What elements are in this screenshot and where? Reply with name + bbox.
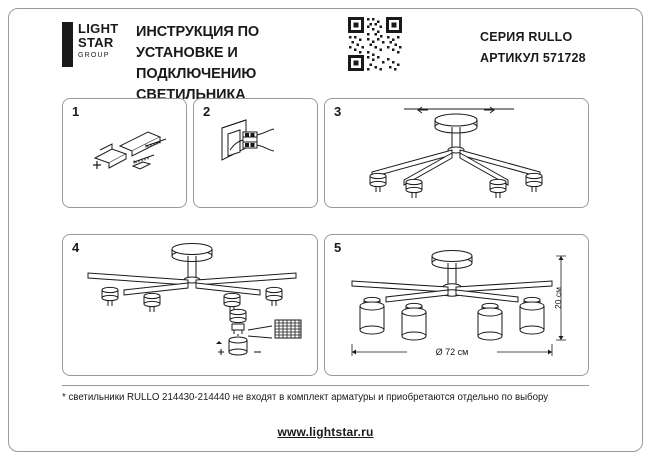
footnote: * светильники RULLO 214430-214440 не вхо… bbox=[62, 392, 549, 403]
page-frame bbox=[8, 8, 643, 452]
figure-step-1 bbox=[93, 131, 167, 170]
step-number-5: 5 bbox=[334, 240, 342, 255]
step-number-4: 4 bbox=[72, 240, 80, 255]
logo-line-3: GROUP bbox=[78, 52, 110, 59]
series-label: СЕРИЯ RULLO bbox=[480, 30, 573, 44]
step-panel-1 bbox=[62, 98, 187, 208]
figure-step-3 bbox=[369, 106, 543, 198]
website-url[interactable]: www.lightstar.ru bbox=[277, 425, 374, 439]
height-dimension-label: 20 см bbox=[553, 287, 563, 309]
article-label: АРТИКУЛ 571728 bbox=[480, 51, 586, 65]
figure-step-2 bbox=[221, 119, 275, 161]
footer-divider bbox=[62, 385, 589, 386]
page-title-line-1: ИНСТРУКЦИЯ ПО УСТАНОВКЕ И bbox=[136, 24, 260, 61]
step-number-2: 2 bbox=[203, 104, 211, 119]
diameter-dimension-label: Ø 72 см bbox=[436, 347, 469, 357]
step-number-3: 3 bbox=[334, 104, 342, 119]
logo-line-1: LIGHT bbox=[78, 21, 119, 36]
step-number-1: 1 bbox=[72, 104, 80, 119]
figure-step-4 bbox=[87, 243, 302, 356]
step-panel-4 bbox=[62, 234, 318, 376]
website-link[interactable]: www.lightstar.ru bbox=[0, 425, 651, 439]
brand-logo: LIGHT STAR GROUP bbox=[62, 22, 124, 67]
logo-bar bbox=[62, 22, 73, 67]
figure-step-5 bbox=[351, 250, 566, 356]
qr-code-icon bbox=[347, 16, 403, 72]
step-panel-2 bbox=[193, 98, 318, 208]
logo-line-2: STAR bbox=[78, 35, 114, 50]
